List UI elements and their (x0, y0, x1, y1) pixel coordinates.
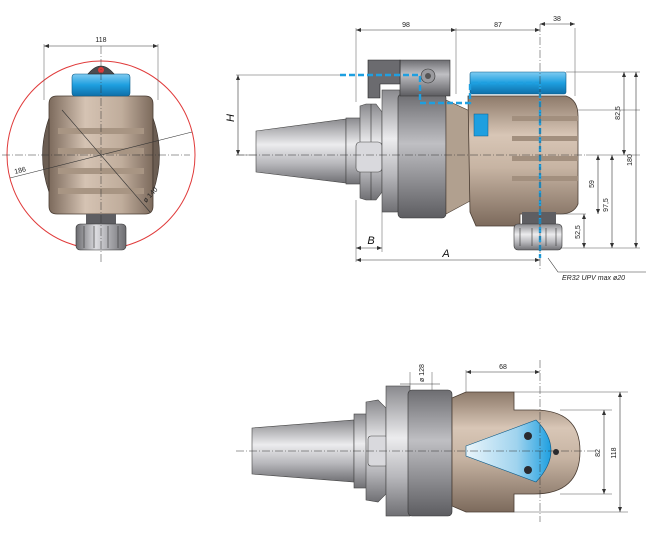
side-stop-arm (367, 59, 401, 99)
dim-right-4-label: 97,5 (603, 198, 610, 212)
side-body-groove (512, 156, 578, 161)
dim-height-2-label: 118 (611, 447, 618, 458)
dim-a-label: A (441, 248, 449, 260)
front-right-bulge (152, 117, 160, 193)
side-main-flange (381, 89, 401, 213)
dim-top-2-label: 87 (494, 22, 502, 29)
dim-right-5-label: 52,5 (575, 225, 582, 239)
side-key-slot (355, 141, 383, 173)
side-adapter-ring (397, 93, 447, 219)
collet-note: ER32 UPV max ø20 (562, 275, 625, 282)
dim-b-label: B (367, 235, 374, 247)
dim-top-1-label: 98 (402, 22, 410, 29)
side-blue-path (340, 73, 540, 105)
dim-width-label: 118 (95, 37, 106, 44)
side-clamp-screw-head (425, 73, 431, 79)
dim-outer-diameter-label: 186 (14, 166, 27, 176)
top-adapter-ring (407, 389, 453, 517)
dim-h-label: H (225, 114, 237, 122)
dim-right-2-label: 180 (627, 154, 634, 166)
side-collet-nut (513, 223, 563, 251)
side-body-groove (512, 136, 578, 141)
dim-right-3-label: 59 (589, 180, 596, 188)
side-blue-label (473, 113, 489, 137)
side-taper-shank (255, 118, 347, 184)
dim-height-1-label: 82 (595, 449, 602, 457)
dim-top-3-label: 38 (553, 16, 561, 23)
top-bolt (553, 449, 559, 455)
front-view: 118 186 ø 140 (2, 37, 196, 262)
top-view: ø 128 68 82 118 (236, 360, 628, 522)
top-bolt (524, 466, 532, 474)
dim-right-1-label: 82,5 (615, 106, 622, 120)
dim-flange-diameter-label: ø 128 (419, 364, 426, 382)
side-body-groove (512, 176, 578, 181)
front-collet-nut (75, 223, 127, 251)
side-view: 98 87 38 H B A 82,5 180 (225, 16, 646, 282)
top-bolt (524, 432, 532, 440)
side-body-groove (512, 116, 578, 121)
dim-offset-label: 68 (499, 364, 507, 371)
